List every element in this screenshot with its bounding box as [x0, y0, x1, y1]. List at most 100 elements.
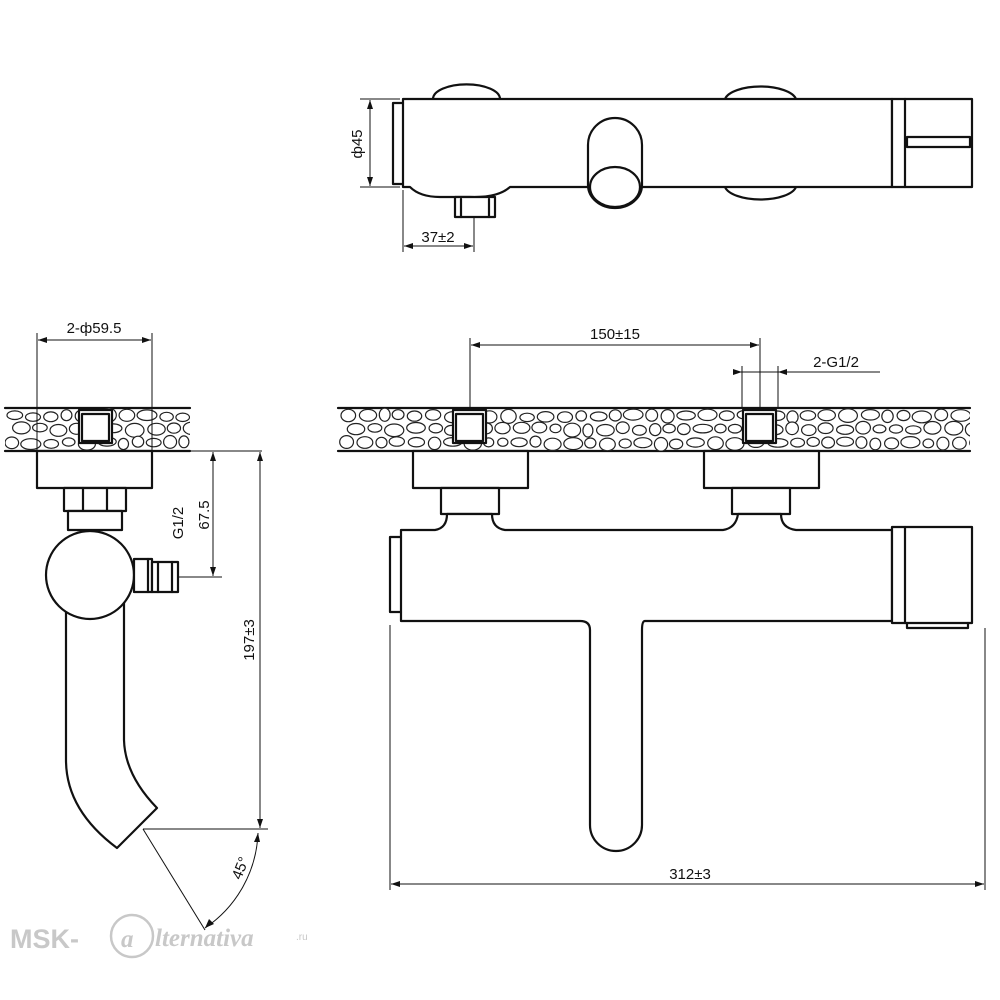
wall-section-right — [336, 406, 989, 453]
wall-stone — [549, 423, 562, 434]
wall-stone — [6, 410, 24, 421]
wall-stone — [118, 408, 136, 422]
wall-stone — [817, 422, 834, 435]
front-view — [388, 449, 974, 853]
wall-stone — [147, 422, 166, 436]
watermark-script: lternativa — [155, 925, 254, 952]
wall-stone — [662, 423, 676, 434]
wall-stone — [367, 423, 383, 433]
wall-stone — [860, 408, 881, 421]
wall-stone — [973, 409, 989, 420]
side-eccentric-nut — [62, 486, 128, 513]
top-spout-outlet — [588, 165, 642, 209]
wall-stone — [615, 421, 630, 435]
wall-stone — [707, 436, 724, 451]
wall-stone — [582, 423, 594, 438]
side-view-dimensions: 2-ф59.5 67.5 G1/2 197±3 45° — [36, 320, 268, 931]
wall-stone — [388, 436, 405, 447]
wall-stone — [556, 411, 574, 424]
wall-stone — [159, 411, 174, 422]
dim-spout-angle: 45° — [229, 855, 253, 882]
wall-stone — [900, 436, 921, 449]
wall-stone — [407, 436, 426, 448]
wall-stone — [124, 422, 145, 438]
front-view-dimensions: 150±15 2-G1/2 312±3 — [389, 326, 986, 890]
wall-stone — [391, 409, 405, 421]
side-view — [35, 449, 180, 850]
wall-stone — [676, 410, 696, 421]
wall-stone — [346, 422, 366, 436]
front-mixer-body — [399, 512, 894, 853]
front-eccentric-right — [730, 486, 792, 516]
wall-stone — [896, 409, 911, 422]
wall-stone — [790, 437, 806, 448]
wall-stone — [904, 425, 922, 435]
wall-stone — [923, 420, 942, 435]
wall-stone — [869, 437, 882, 451]
wall-stone — [837, 408, 858, 424]
wall-stone — [192, 410, 211, 421]
wall-stone — [356, 436, 374, 449]
dim-side-inlet-thread: G1/2 — [170, 507, 187, 540]
top-view-dimensions: ф45 37±2 — [349, 98, 475, 252]
front-inlet-socket-left — [451, 408, 488, 445]
wall-stone — [836, 436, 855, 447]
wall-stone — [563, 437, 584, 451]
wall-stone — [697, 408, 718, 422]
wall-stone — [584, 437, 597, 449]
wall-stone — [631, 424, 647, 436]
wall-stone — [936, 436, 950, 451]
wall-stone — [686, 437, 705, 448]
top-mixer-body — [401, 97, 894, 199]
wall-stone — [660, 408, 675, 424]
wall-stone — [872, 424, 887, 434]
wall-stone — [950, 409, 970, 422]
wall-stone — [855, 436, 868, 449]
wall-stone — [61, 437, 76, 447]
wall-stone — [192, 437, 203, 448]
dim-flange-diameter: 2-ф59.5 — [67, 320, 122, 337]
dim-center-distance: 150±15 — [590, 326, 640, 343]
wall-stone — [964, 422, 970, 437]
side-inlet-socket — [77, 408, 114, 445]
wall-stone — [714, 423, 727, 434]
wall-stone — [32, 422, 48, 433]
dim-body-diameter: ф45 — [349, 129, 366, 158]
side-mixer-body — [44, 529, 136, 621]
watermark-domain: .ru — [296, 932, 308, 943]
wall-stone — [727, 423, 743, 434]
wall-stone — [178, 435, 190, 449]
wall-stone — [136, 409, 158, 422]
wall-stone — [575, 410, 588, 422]
wall-stone — [883, 437, 900, 450]
wall-stone — [888, 424, 904, 434]
wall-stone — [633, 437, 653, 449]
wall-stone — [358, 408, 378, 422]
wall-stone — [145, 437, 162, 448]
wall-stones-right — [339, 408, 989, 451]
top-outlet-nipple — [453, 195, 497, 219]
wall-stone — [375, 436, 388, 449]
wall-stone — [424, 409, 442, 421]
front-inlet-socket-right — [741, 408, 778, 445]
wall-stone — [835, 424, 855, 435]
wall-stones-left — [5, 408, 211, 451]
wall-stone — [608, 409, 622, 422]
front-eccentric-left — [439, 486, 501, 516]
wall-stone — [952, 436, 967, 450]
wall-stone — [911, 410, 933, 424]
wall-stone — [339, 435, 355, 450]
wall-stone — [384, 423, 405, 438]
wall-stone — [131, 435, 145, 448]
wall-stone — [563, 422, 582, 438]
watermark-brand: MSK- — [10, 924, 79, 954]
wall-stone — [800, 424, 817, 437]
wall-stone — [596, 423, 615, 437]
wall-stone — [494, 421, 511, 435]
wall-stone — [598, 437, 616, 451]
side-inlet-nipple — [132, 557, 154, 594]
wall-stone — [406, 421, 426, 434]
wall-stone — [500, 408, 517, 424]
dim-outlet-offset: 37±2 — [421, 229, 454, 246]
watermark-logo: MSK- a lternativa .ru — [10, 913, 308, 959]
